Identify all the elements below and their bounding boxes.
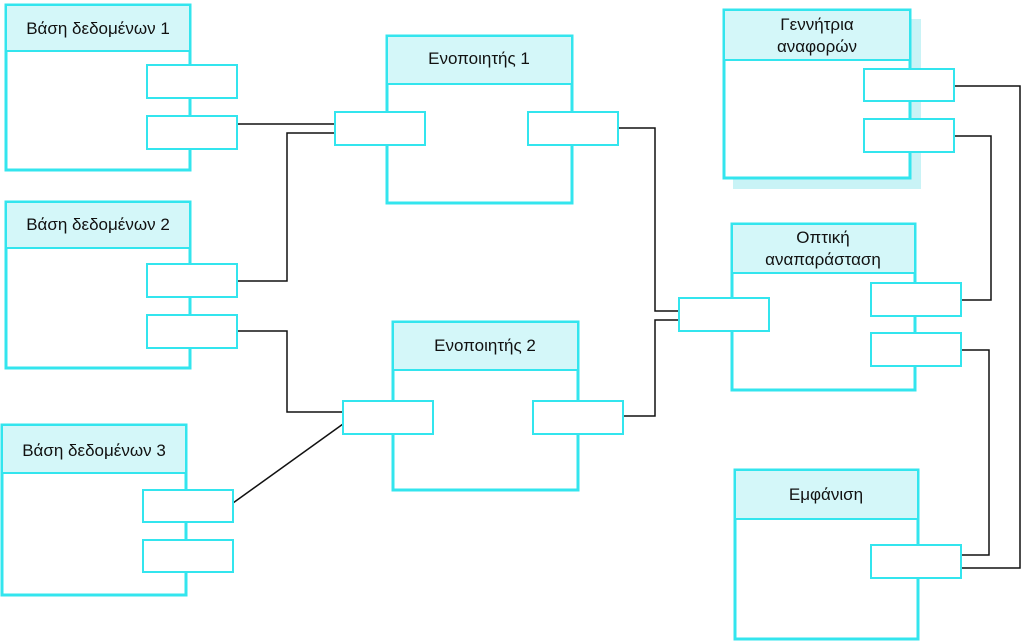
component-header [723, 9, 911, 61]
wire-reportgen-display [955, 85, 1021, 569]
component-header [1, 424, 187, 474]
port[interactable] [342, 400, 434, 435]
component-title: Ενοποιητής 1 [428, 49, 530, 68]
port[interactable] [146, 64, 238, 99]
component-title: Εμφάνιση [789, 485, 863, 504]
port[interactable] [146, 115, 238, 150]
component-title: Βάση δεδομένων 3 [22, 441, 166, 460]
port[interactable] [532, 400, 624, 435]
port[interactable] [863, 118, 955, 153]
port[interactable] [678, 297, 770, 332]
connections [232, 85, 1021, 569]
component-header [386, 35, 573, 85]
component-title-line-2: αναπαράσταση [765, 250, 881, 269]
component-title-line-2: αναφορών [777, 37, 857, 56]
component-database-3[interactable]: Βάση δεδομένων 3 [0, 423, 234, 597]
wire-visualization-display [962, 349, 990, 556]
component-header [392, 321, 579, 371]
wire-db3-integrator2 [232, 423, 344, 504]
component-title-line-1: Οπτική [796, 228, 849, 247]
port[interactable] [142, 539, 234, 573]
component-integrator-2[interactable]: Ενοποιητής 2 [342, 320, 624, 492]
port[interactable] [863, 68, 955, 102]
component-visualization[interactable]: Οπτική αναπαράσταση [678, 222, 962, 392]
wire-integrator1-visualization [618, 127, 680, 312]
wire-db2-integrator2 [237, 330, 343, 413]
component-display[interactable]: Εμφάνιση [733, 468, 962, 641]
wire-integrator2-visualization [624, 319, 680, 417]
port[interactable] [146, 314, 238, 349]
port[interactable] [870, 332, 962, 367]
port[interactable] [870, 544, 962, 579]
component-integrator-1[interactable]: Ενοποιητής 1 [334, 34, 619, 205]
component-title-line-1: Γεννήτρια [780, 15, 854, 34]
component-header [731, 223, 916, 274]
component-report-generator[interactable]: Γεννήτρια αναφορών [722, 8, 955, 189]
port[interactable] [527, 111, 619, 146]
component-title: Ενοποιητής 2 [434, 336, 536, 355]
component-database-2[interactable]: Βάση δεδομένων 2 [4, 200, 238, 370]
component-header [5, 201, 191, 249]
wire-visualization-reportgen [955, 135, 992, 301]
port[interactable] [142, 489, 234, 523]
component-title: Βάση δεδομένων 2 [26, 215, 170, 234]
component-header [734, 469, 919, 520]
port[interactable] [334, 111, 426, 146]
port[interactable] [146, 263, 238, 298]
wire-db2-integrator1 [237, 132, 335, 282]
component-header [5, 4, 191, 52]
component-title: Βάση δεδομένων 1 [26, 19, 170, 38]
port[interactable] [870, 282, 962, 317]
component-database-1[interactable]: Βάση δεδομένων 1 [4, 3, 238, 172]
